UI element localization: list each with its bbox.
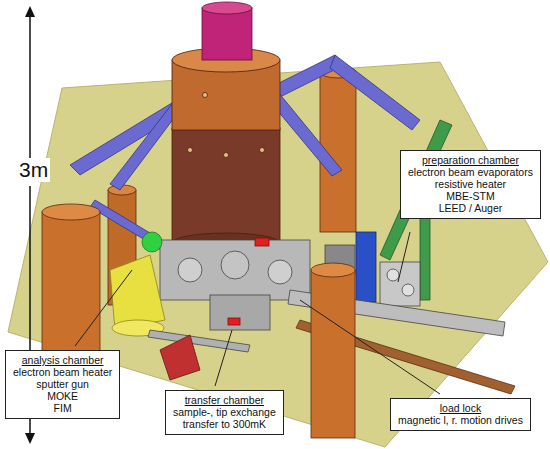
callout-item: sample-, tip exchange	[173, 406, 276, 418]
callout-item: transfer to 300mK	[173, 418, 276, 430]
callout-item: FIM	[13, 402, 112, 414]
chamber-callout: load lockmagnetic l, r. motion drives	[390, 398, 531, 431]
callout-heading: transfer chamber	[173, 394, 276, 406]
callout-item: MOKE	[13, 390, 112, 402]
callout-heading: analysis chamber	[13, 354, 112, 366]
chamber-callout: analysis chamberelectron beam heatersput…	[5, 350, 120, 419]
callout-heading: load lock	[398, 402, 523, 414]
cryostat	[172, 2, 280, 253]
callout-item: electron beam heater	[13, 366, 112, 378]
callout-item: sputter gun	[13, 378, 112, 390]
callout-item: resistive heater	[408, 178, 533, 190]
callout-heading: preparation chamber	[408, 154, 533, 166]
chamber-callout: preparation chamberelectron beam evapora…	[400, 150, 541, 219]
callout-item: LEED / Auger	[408, 202, 533, 214]
callout-item: magnetic l, r. motion drives	[398, 414, 523, 426]
callout-item: electron beam evaporators	[408, 166, 533, 178]
leader-lines	[75, 232, 440, 394]
callout-item: MBE-STM	[408, 190, 533, 202]
chamber-callout: transfer chambersample-, tip exchangetra…	[165, 390, 284, 435]
dimension-label: 3m	[17, 158, 50, 182]
